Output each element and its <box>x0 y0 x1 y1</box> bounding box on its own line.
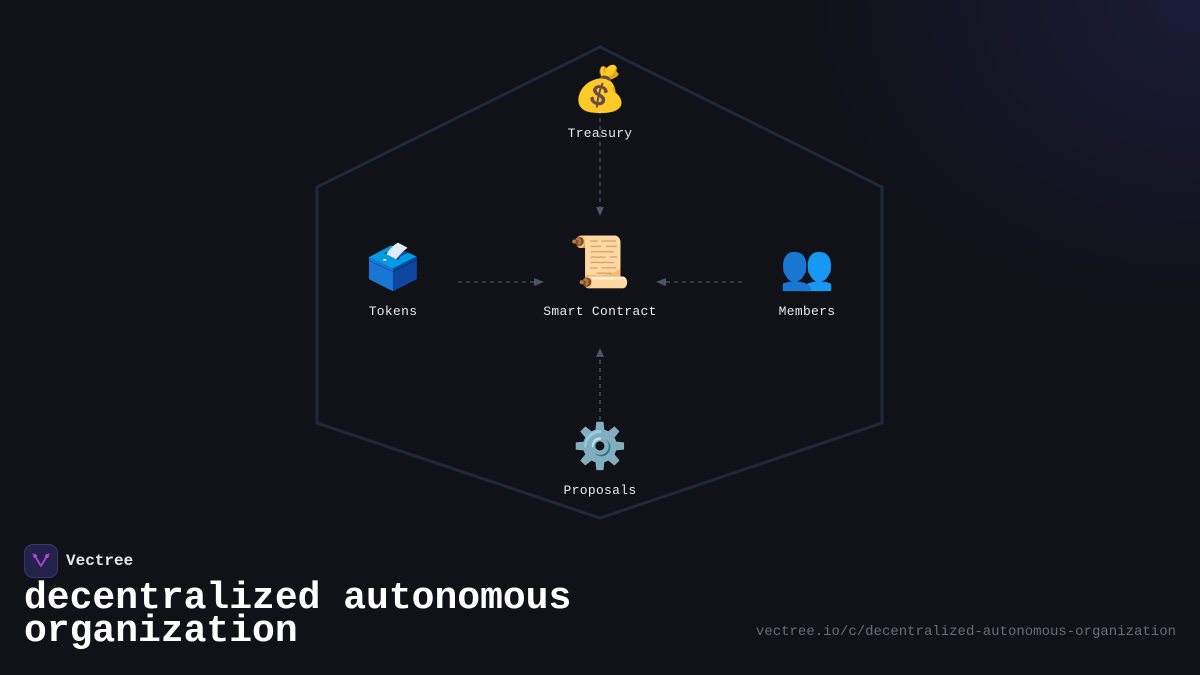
edge-members-to-contract <box>656 278 742 286</box>
page-title: decentralized autonomous organization <box>24 577 572 653</box>
node-members: 👥 Members <box>779 242 836 319</box>
edge-tokens-to-contract <box>458 278 544 286</box>
node-treasury: 💰 Treasury <box>568 64 633 141</box>
scroll-icon: 📜 <box>568 233 632 291</box>
edge-proposals-to-contract <box>596 348 604 420</box>
node-proposals: ⚙️ Proposals <box>564 421 637 498</box>
node-label: Treasury <box>567 126 633 141</box>
node-tokens: 🗳️ Tokens <box>366 242 421 319</box>
money-bag-icon: 💰 <box>572 64 628 115</box>
brand: Vectree <box>24 544 133 578</box>
node-label: Tokens <box>368 304 418 319</box>
node-label: Proposals <box>563 483 637 498</box>
node-label: Smart Contract <box>543 304 657 319</box>
gear-icon: ⚙️ <box>572 421 628 472</box>
source-url: vectree.io/c/decentralized-autonomous-or… <box>755 624 1176 640</box>
ballot-box-icon: 🗳️ <box>365 242 421 293</box>
brand-name: Vectree <box>66 552 134 570</box>
hexagon-outline <box>315 45 884 520</box>
edge-treasury-to-contract <box>596 70 604 216</box>
vectree-logo-icon <box>24 544 58 578</box>
node-label: Members <box>778 304 836 319</box>
people-icon: 👥 <box>779 242 835 293</box>
node-smart-contract: 📜 Smart Contract <box>543 230 656 319</box>
